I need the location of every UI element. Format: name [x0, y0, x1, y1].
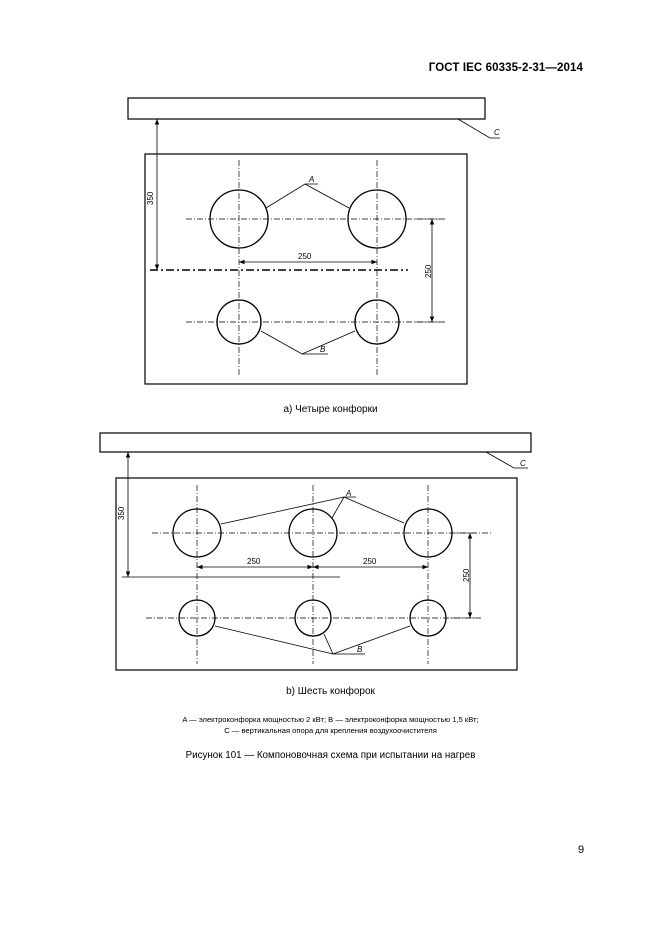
- cooktop-frame-b: [115, 477, 518, 671]
- page-number: 9: [578, 844, 585, 856]
- hotplate-small-a-2: [354, 299, 400, 345]
- dim-250-h-label-b-2: 250: [363, 557, 377, 566]
- dim-250-v-label-b: 250: [462, 568, 471, 582]
- document-header: ГОСТ IEC 60335-2-31—2014: [428, 62, 583, 74]
- figure-b-diagram: C 350 250 250 250 A B: [99, 432, 532, 671]
- support-label-a: C: [494, 128, 500, 137]
- support-label-b: C: [520, 459, 526, 468]
- hotplate-large-a-1: [209, 189, 269, 249]
- leader-b-small: [214, 625, 411, 655]
- support-leader-b: [485, 451, 528, 469]
- support-bar-b: [99, 432, 532, 453]
- dim-350-label-a: 350: [146, 191, 155, 205]
- hotplate-large-b-2: [288, 508, 338, 558]
- dim-250-v-label-a: 250: [424, 264, 433, 278]
- leader-a-large: [265, 183, 350, 209]
- hotplate-large-a-2: [347, 189, 407, 249]
- hotplate-small-b-3: [409, 599, 447, 637]
- label-a-large-b: A: [345, 489, 351, 498]
- leader-b-large: [220, 496, 405, 525]
- legend-line-2: C — вертикальная опора для крепления воз…: [224, 726, 437, 735]
- hotplate-small-b-1: [178, 599, 216, 637]
- dim-350-label-b: 350: [117, 506, 126, 520]
- dim-250-h-label-a: 250: [298, 252, 312, 261]
- cooktop-frame-a: [144, 153, 468, 385]
- figure-title: Рисунок 101 — Компоновочная схема при ис…: [185, 750, 476, 761]
- hotplate-small-b-2: [294, 599, 332, 637]
- label-b-small: B: [320, 345, 326, 354]
- support-leader-a: [457, 118, 500, 139]
- hotplate-large-b-1: [172, 508, 222, 558]
- support-bar-a: [127, 97, 486, 120]
- caption-figure-a: a) Четыре конфорки: [283, 404, 378, 415]
- leader-a-small: [260, 330, 356, 355]
- figure-a-diagram: C 350 250 250 A B: [127, 97, 500, 385]
- label-a-large: A: [308, 175, 314, 184]
- label-b-small-b: B: [357, 645, 363, 654]
- caption-figure-b: b) Шесть конфорок: [286, 686, 375, 697]
- dim-250-h-label-b-1: 250: [247, 557, 261, 566]
- legend-line-1: A — электроконфорка мощностью 2 кВт; B —…: [182, 715, 479, 724]
- hotplate-small-a-1: [216, 299, 262, 345]
- hotplate-large-b-3: [403, 508, 453, 558]
